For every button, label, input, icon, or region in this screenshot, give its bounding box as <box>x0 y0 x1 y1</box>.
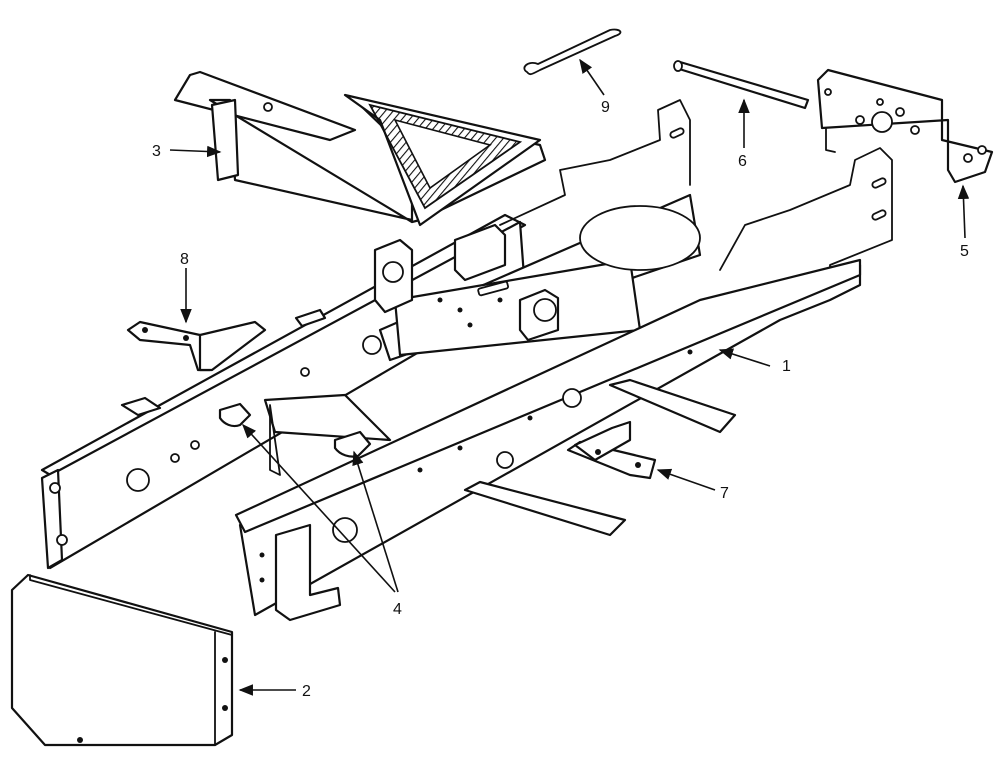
callout-4: 4 <box>242 423 402 618</box>
callout-8: 8 <box>180 251 192 324</box>
left-bracket <box>126 320 267 372</box>
callout-1: 1 <box>718 348 791 375</box>
front-shield <box>10 573 234 747</box>
mounting-plate <box>816 68 994 184</box>
callout-7: 7 <box>656 468 729 502</box>
callout-label-4: 4 <box>393 601 402 618</box>
callout-label-3: 3 <box>152 143 161 160</box>
callout-label-7: 7 <box>720 485 729 502</box>
callout-3: 3 <box>152 143 222 160</box>
hairpin-clip <box>523 28 622 76</box>
right-bracket <box>566 420 657 480</box>
main-frame <box>40 99 893 622</box>
callout-label-8: 8 <box>180 251 189 268</box>
retainer-clips <box>218 402 372 458</box>
callout-6: 6 <box>738 98 750 170</box>
foot-plate <box>173 70 547 227</box>
callout-9: 9 <box>579 58 610 116</box>
pivot-pin <box>673 60 810 110</box>
callout-label-2: 2 <box>302 683 311 700</box>
callout-label-9: 9 <box>601 99 610 116</box>
callout-5: 5 <box>957 184 970 260</box>
callout-2: 2 <box>238 683 311 700</box>
callout-label-6: 6 <box>738 153 747 170</box>
callout-label-5: 5 <box>960 243 969 260</box>
callout-label-1: 1 <box>782 358 791 375</box>
